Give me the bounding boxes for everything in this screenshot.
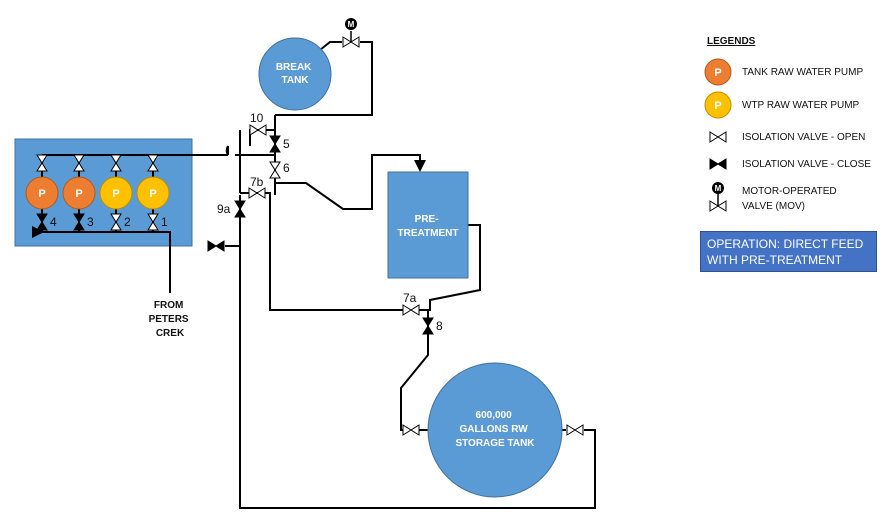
orange-pump-icon [62, 176, 96, 210]
storage-tank [427, 362, 563, 498]
legend-title: LEGENDS [707, 36, 756, 47]
orange-pump-icon [704, 58, 732, 86]
yellow-pump-icon [99, 176, 133, 210]
pump-1[interactable]: P 1 [136, 154, 170, 231]
svg-text:5: 5 [283, 137, 290, 151]
svg-text:P: P [112, 188, 119, 200]
valve-8[interactable]: 8 [422, 317, 443, 335]
valve-7b[interactable]: 7b [248, 175, 266, 199]
yellow-pump-icon [704, 91, 732, 119]
svg-text:6: 6 [283, 161, 290, 175]
pump-3[interactable]: P 3 [62, 154, 96, 231]
motor-icon [345, 18, 357, 30]
svg-text:3: 3 [87, 215, 94, 229]
source-label: FROM PETERS CREK [149, 300, 192, 339]
pump-2[interactable]: P 2 [99, 154, 133, 231]
pump-4[interactable]: P 4 [25, 154, 59, 231]
legend-item-wtp-pump: WTP RAW WATER PUMP [742, 100, 860, 111]
svg-text:M: M [348, 20, 355, 29]
legend-item-tank-pump: TANK RAW WATER PUMP [742, 67, 863, 78]
closed-valve-icon [709, 158, 727, 170]
operation-line-2: WITH PRE-TREATMENT [707, 253, 843, 267]
svg-text:1: 1 [161, 215, 168, 229]
svg-text:M: M [715, 184, 722, 193]
svg-text:P: P [149, 188, 156, 200]
svg-text:2: 2 [124, 215, 131, 229]
operation-line-1: OPERATION: DIRECT FEED [707, 237, 864, 251]
legend-item-open-valve: ISOLATION VALVE - OPEN [742, 132, 865, 143]
svg-text:7b: 7b [250, 175, 264, 189]
valve-9a[interactable]: 9a [217, 200, 246, 218]
legend-item-closed-valve: ISOLATION VALVE - CLOSE [742, 159, 871, 170]
break-tank-inlet-pipe [319, 41, 342, 51]
yellow-pump-icon [136, 176, 170, 210]
motor-operated-valve[interactable]: M [342, 18, 360, 48]
valve-storage-outlet[interactable] [566, 424, 584, 436]
break-tank [258, 37, 332, 111]
pretreatment-unit [387, 171, 469, 279]
svg-text:P: P [38, 188, 45, 200]
storage-tank-label: 600,000 GALLONS RW STORAGE TANK [455, 410, 535, 449]
svg-text:P: P [714, 100, 721, 112]
pretreatment-label: PRE- TREATMENT [398, 214, 459, 239]
break-tank-feed-pipe [275, 41, 373, 116]
valve-6[interactable]: 6 [269, 161, 290, 179]
operation-mode-banner: OPERATION: DIRECT FEED WITH PRE-TREATMEN… [700, 231, 877, 272]
break-tank-label: BREAK TANK [276, 62, 314, 86]
svg-text:P: P [714, 67, 721, 79]
svg-text:4: 4 [50, 215, 57, 229]
pretreatment-feed-pipe [275, 154, 426, 210]
valve-10[interactable]: 10 [249, 111, 267, 136]
svg-text:7a: 7a [403, 291, 417, 305]
svg-text:10: 10 [250, 111, 264, 125]
legend: LEGENDS P TANK RAW WATER PUMP P WTP RAW … [704, 36, 871, 212]
valve-isolated-stub[interactable] [207, 240, 225, 252]
storage-feed-pipe [400, 310, 429, 431]
svg-text:9a: 9a [217, 202, 231, 216]
valve-5[interactable]: 5 [269, 135, 290, 153]
legend-item-mov: MOTOR-OPERATED VALVE (MOV) [742, 186, 839, 212]
suction-header-pipe [32, 226, 171, 293]
svg-text:8: 8 [436, 319, 443, 333]
orange-pump-icon [25, 176, 59, 210]
open-valve-icon [709, 131, 727, 143]
valve-storage-inlet[interactable] [402, 424, 420, 436]
valve-7b-branch-pipe [240, 192, 403, 311]
svg-text:P: P [75, 188, 82, 200]
motor-operated-valve-icon: M [709, 182, 727, 212]
crossover-hop-pipe [225, 145, 229, 156]
valve-7a[interactable]: 7a [402, 291, 420, 316]
